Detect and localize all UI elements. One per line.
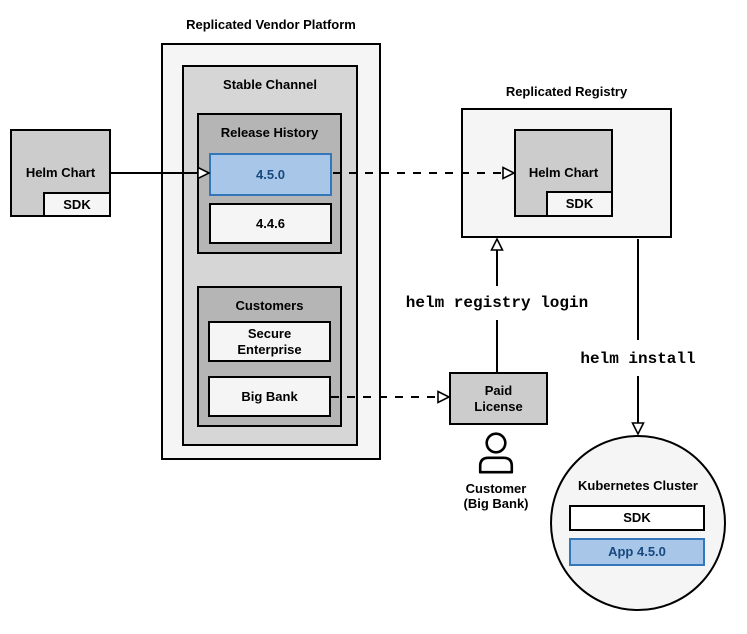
paid-license-box: Paid License: [449, 372, 548, 425]
command-helm-registry-login: helm registry login: [405, 294, 589, 312]
customer-item-big-bank: Big Bank: [208, 376, 331, 417]
command-helm-install: helm install: [580, 350, 696, 368]
release-history-title: Release History: [220, 125, 319, 140]
customer-item-label: Secure Enterprise: [237, 326, 302, 357]
person-icon: [478, 432, 514, 474]
vendor-sdk-box: SDK: [43, 192, 111, 217]
customers-title: Customers: [235, 298, 304, 313]
customer-label: Customer (Big Bank): [454, 481, 538, 512]
kubernetes-cluster-title: Kubernetes Cluster: [578, 478, 698, 493]
platform-title: Replicated Vendor Platform: [186, 17, 356, 32]
version-item-450: 4.5.0: [209, 153, 332, 196]
customer-label-text: Customer (Big Bank): [463, 481, 529, 512]
version-item-446: 4.4.6: [209, 203, 332, 244]
customer-item-secure-enterprise: Secure Enterprise: [208, 321, 331, 362]
stable-channel-title: Stable Channel: [223, 77, 317, 92]
paid-license-label: Paid License: [474, 383, 523, 414]
registry-title: Replicated Registry: [505, 84, 628, 99]
cluster-app-box: App 4.5.0: [569, 538, 705, 566]
cluster-sdk-box: SDK: [569, 505, 705, 531]
registry-sdk-box: SDK: [546, 191, 613, 217]
registry-to-cluster-arrow: [631, 239, 645, 436]
